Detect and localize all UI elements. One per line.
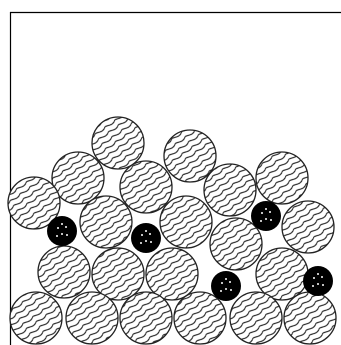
small-black-particle — [131, 223, 161, 253]
small-black-particle — [211, 271, 241, 301]
large-hatched-particle — [92, 117, 144, 169]
small-black-particle — [303, 266, 333, 296]
small-black-particle — [47, 216, 77, 246]
large-hatched-particle — [282, 201, 334, 253]
large-hatched-particle — [256, 248, 308, 300]
large-hatched-particle — [204, 164, 256, 216]
large-hatched-particle — [38, 246, 90, 298]
large-hatched-particle — [210, 218, 262, 270]
large-hatched-particle — [256, 152, 308, 204]
large-hatched-particle — [174, 292, 226, 344]
large-hatched-particle — [120, 161, 172, 213]
small-black-particle — [251, 201, 281, 231]
large-hatched-particle — [80, 196, 132, 248]
large-hatched-particle — [66, 292, 118, 344]
large-hatched-particle — [92, 248, 144, 300]
large-hatched-particle — [120, 292, 172, 344]
large-hatched-particle — [10, 292, 62, 344]
large-hatched-particle — [230, 292, 282, 344]
large-hatched-particle — [52, 152, 104, 204]
large-hatched-particle — [160, 196, 212, 248]
large-hatched-particle — [164, 130, 216, 182]
large-hatched-particle — [284, 292, 336, 344]
large-hatched-particle — [146, 248, 198, 300]
